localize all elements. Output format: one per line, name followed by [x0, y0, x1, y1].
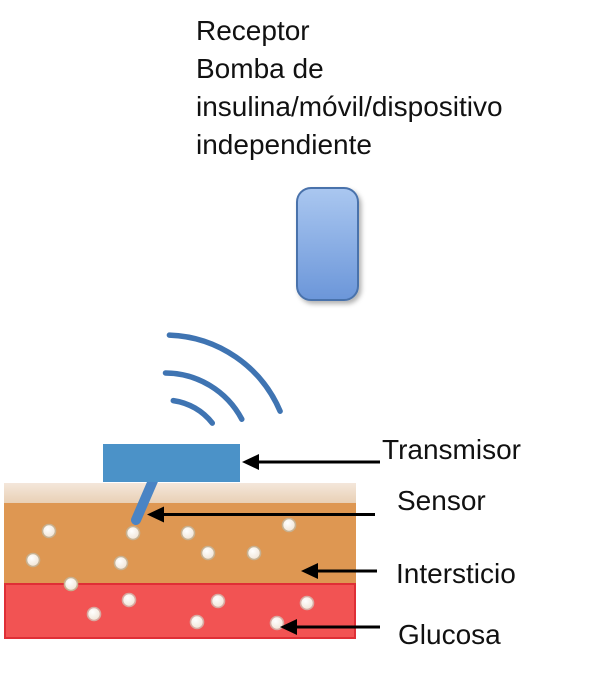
wireless-signal-icon	[162, 332, 283, 426]
blood-layer	[4, 583, 356, 639]
glucose-dot	[41, 523, 57, 539]
signal-arc-large	[166, 332, 283, 414]
signal-arc-medium	[162, 370, 245, 422]
signal-arc-small	[170, 397, 216, 426]
glucose-dot	[125, 525, 141, 541]
skin-epidermis-layer	[4, 483, 356, 503]
glucose-dot	[269, 615, 285, 631]
glucose-dot	[299, 595, 315, 611]
glucose-dot	[86, 606, 102, 622]
sensor-filament	[131, 471, 160, 525]
glucose-arrow	[280, 619, 380, 635]
glucose-dot	[121, 592, 137, 608]
glucose-label: Glucosa	[398, 619, 501, 650]
interstitium-label: Intersticio	[396, 558, 516, 589]
glucose-dots-interstitium	[25, 517, 297, 592]
interstitium-arrow	[301, 563, 377, 579]
glucose-dot	[180, 525, 196, 541]
interstitium-layer	[4, 503, 356, 583]
receiver-caption-line: independiente	[196, 129, 372, 160]
transmitter-body	[103, 444, 240, 482]
receiver-caption-line: insulina/móvil/dispositivo	[196, 91, 503, 122]
receiver-caption-line: Receptor	[196, 15, 310, 46]
sensor-arrow	[147, 506, 375, 523]
glucose-dots-blood	[86, 592, 315, 631]
glucose-dot	[281, 517, 297, 533]
transmitter-label: Transmisor	[382, 434, 521, 465]
glucose-dot	[189, 614, 205, 630]
glucose-dot	[246, 545, 262, 561]
receiver-caption: Receptor Bomba de insulina/móvil/disposi…	[196, 12, 556, 164]
sensor-label: Sensor	[397, 485, 486, 516]
glucose-dot	[113, 555, 129, 571]
glucose-dot	[63, 576, 79, 592]
glucose-dot	[200, 545, 216, 561]
receiver-device	[296, 187, 359, 301]
receiver-caption-line: Bomba de	[196, 53, 324, 84]
transmitter-arrow	[242, 454, 380, 470]
glucose-dot	[210, 593, 226, 609]
glucose-dot	[25, 552, 41, 568]
